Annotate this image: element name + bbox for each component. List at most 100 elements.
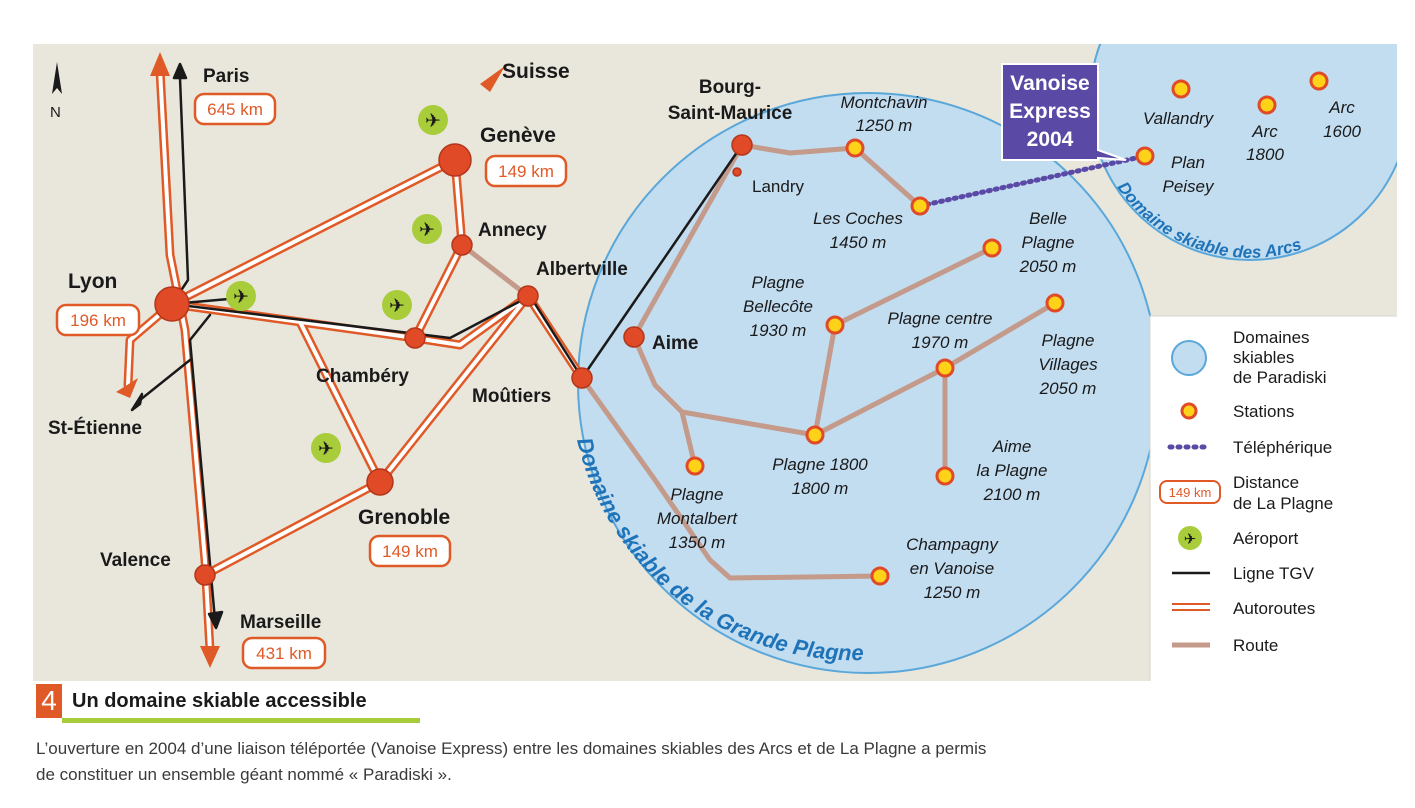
station-dot (845, 138, 865, 158)
legend-distance-1: Distance (1233, 473, 1299, 492)
station-les-coches-name: Les Coches (813, 209, 903, 228)
legend: Domaines skiables de Paradiski Stations … (1149, 315, 1397, 681)
station-montalbert-3: 1350 m (669, 533, 726, 552)
legend-domains-3: de Paradiski (1233, 368, 1327, 387)
svg-text:✈: ✈ (233, 287, 249, 308)
motorway-arrow-north (150, 52, 170, 76)
station-aime-la-plagne-1: Aime (992, 437, 1032, 456)
legend-autoroutes: Autoroutes (1233, 599, 1315, 618)
vanoise-express-box: Vanoise Express 2004 (1001, 63, 1127, 161)
label-geneve: Genève (480, 124, 556, 147)
label-albertville: Albertville (536, 259, 628, 280)
label-lyon: Lyon (68, 270, 117, 293)
airports: ✈ ✈ ✈ ✈ ✈ (226, 105, 448, 463)
legend-telepherique: Téléphérique (1233, 438, 1332, 457)
station-dot (870, 566, 890, 586)
station-dot (935, 466, 955, 486)
station-plagne-villages-2: Villages (1038, 355, 1098, 374)
map: ✈ ✈ ✈ ✈ ✈ (33, 44, 1397, 681)
label-chambery: Chambéry (316, 366, 409, 387)
station-plagne-villages-1: Plagne (1042, 331, 1095, 350)
svg-text:✈: ✈ (1184, 531, 1197, 548)
vanoise-label-2: Express (1009, 100, 1091, 123)
distance-paris: 645 km (207, 100, 263, 119)
station-belle-plagne-2: Plagne (1022, 233, 1075, 252)
motorway-arrow-south (200, 646, 220, 668)
city-dot-valence (194, 564, 216, 586)
label-marseille: Marseille (240, 612, 321, 633)
north-arrow-icon (52, 62, 62, 94)
station-bellecote-1: Plagne (752, 273, 805, 292)
station-dot (1257, 95, 1277, 115)
svg-text:✈: ✈ (419, 220, 435, 241)
station-aime-la-plagne-2: la Plagne (977, 461, 1048, 480)
label-landry: Landry (752, 177, 804, 196)
station-markers (685, 71, 1329, 586)
distance-marseille: 431 km (256, 644, 312, 663)
station-plagne-centre-2: 1970 m (912, 333, 969, 352)
city-dot-moutiers (571, 367, 593, 389)
station-champagny-3: 1250 m (924, 583, 981, 602)
station-arc-1800-1: Arc (1251, 122, 1278, 141)
station-champagny-2: en Vanoise (910, 559, 994, 578)
legend-route: Route (1233, 636, 1278, 655)
vanoise-label-1: Vanoise (1010, 72, 1089, 95)
label-paris: Paris (203, 66, 249, 87)
label-valence: Valence (100, 550, 171, 571)
motorway-arrow-suisse (480, 66, 505, 92)
station-bellecote-3: 1930 m (750, 321, 807, 340)
station-les-coches-alt: 1450 m (830, 233, 887, 252)
station-montchavin-name: Montchavin (841, 93, 928, 112)
station-belle-plagne-3: 2050 m (1019, 257, 1077, 276)
airport-icon: ✈ (226, 281, 256, 311)
label-grenoble: Grenoble (358, 506, 450, 529)
telepherique-line (917, 153, 1148, 209)
airport-icon: ✈ (311, 433, 341, 463)
city-dot-bourg (731, 134, 753, 156)
airport-icon: ✈ (412, 214, 442, 244)
station-plan-peisey-2: Peisey (1162, 177, 1215, 196)
vanoise-label-3: 2004 (1027, 128, 1074, 151)
svg-text:✈: ✈ (425, 111, 441, 132)
distance-grenoble: 149 km (382, 542, 438, 561)
station-dot (982, 238, 1002, 258)
legend-airport-icon: ✈ (1178, 526, 1202, 550)
legend-stations: Stations (1233, 402, 1294, 421)
legend-tgv: Ligne TGV (1233, 564, 1315, 583)
station-aime-la-plagne-3: 2100 m (983, 485, 1041, 504)
legend-distance-2: de La Plagne (1233, 494, 1333, 513)
station-dot (1045, 293, 1065, 313)
city-dot-chambery (404, 327, 426, 349)
legend-domains-2: skiables (1233, 348, 1294, 367)
city-dot-geneve (438, 143, 472, 177)
station-champagny-1: Champagny (906, 535, 999, 554)
station-plan-peisey-1: Plan (1171, 153, 1205, 172)
station-dot (1309, 71, 1329, 91)
station-plagne-villages-3: 2050 m (1039, 379, 1097, 398)
station-dot (1171, 79, 1191, 99)
label-bourg-1: Bourg- (699, 77, 761, 98)
city-dot-aime (623, 326, 645, 348)
north-label: N (50, 104, 61, 121)
station-montalbert-1: Plagne (671, 485, 724, 504)
station-dot (685, 456, 705, 476)
station-plagne-1800-2: 1800 m (792, 479, 849, 498)
station-dot (910, 196, 930, 216)
station-arc-1600-2: 1600 (1323, 122, 1361, 141)
distance-lyon: 196 km (70, 311, 126, 330)
legend-aeroport: Aéroport (1233, 529, 1298, 548)
station-bellecote-2: Bellecôte (743, 297, 813, 316)
city-markers (154, 134, 753, 586)
label-aime: Aime (652, 333, 698, 354)
station-dot (805, 425, 825, 445)
station-vallandry: Vallandry (1143, 109, 1215, 128)
legend-domains-1: Domaines (1233, 328, 1310, 347)
label-st-etienne: St-Étienne (48, 417, 142, 439)
city-dot-albertville (517, 285, 539, 307)
svg-text:✈: ✈ (318, 439, 334, 460)
label-annecy: Annecy (478, 220, 547, 241)
station-dot (935, 358, 955, 378)
label-suisse: Suisse (502, 60, 570, 83)
motorway-arrow-st-etienne (116, 378, 138, 398)
city-dot-landry (732, 167, 742, 177)
